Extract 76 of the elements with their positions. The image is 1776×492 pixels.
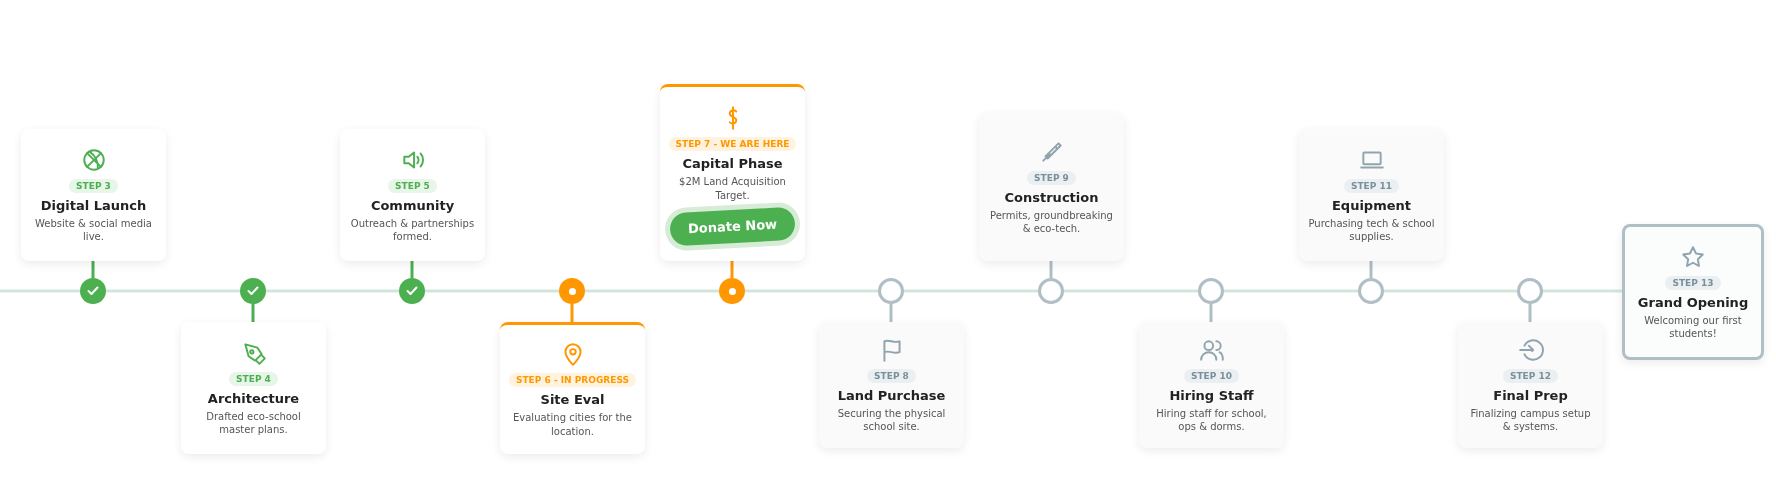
connector-stem [251,304,255,322]
completed-step-dot [399,278,425,304]
connector-stem [1209,304,1213,322]
step-title: Hiring Staff [1169,387,1254,403]
connector-stem [1369,261,1373,278]
step-badge: STEP 13 [1665,275,1721,290]
step-description: Drafted eco-school master plans. [205,409,302,437]
step-card [1458,322,1603,448]
step-badge: STEP 5 [388,178,437,193]
step-badge: STEP 11 [1344,178,1399,193]
step-badge: STEP 8 [867,368,916,383]
step-description: Securing the physical school site. [836,406,947,434]
connector-stem [889,304,893,322]
connector-stem [91,261,95,278]
connector-stem [410,261,414,278]
step-title: Grand Opening [1637,294,1749,310]
timeline-line [745,289,878,293]
pending-step-dot [1517,278,1543,304]
step-card [979,113,1124,261]
step-title: Architecture [207,390,300,406]
step-title: Final Prep [1493,387,1568,403]
pending-step-dot [1038,278,1064,304]
completed-step-dot [80,278,106,304]
step-description: Permits, groundbreaking & eco-tech. [989,208,1114,236]
completed-step-dot [240,278,266,304]
step-description: Outreach & partnerships formed. [349,216,476,244]
step-card [1139,322,1284,448]
timeline-line [266,289,399,293]
step-title: Community [370,197,455,213]
step-card [500,322,645,454]
step-description: Purchasing tech & school supplies. [1307,216,1436,244]
step-card [21,129,166,261]
timeline-line [1224,289,1358,293]
step-title: Site Eval [540,392,605,407]
step-card [340,129,485,261]
timeline-line [0,289,80,293]
timeline-line [585,289,719,293]
pending-step-dot [878,278,904,304]
pending-step-dot [1198,278,1224,304]
step-title: Digital Launch [40,197,147,213]
donate-button: Donate Now [669,206,796,247]
timeline-line [1064,289,1198,293]
step-badge: STEP 7 - WE ARE HERE [668,137,797,151]
active-step-dot [559,278,585,304]
pending-step-dot [1358,278,1384,304]
step-title: Capital Phase [682,156,783,171]
step-badge: STEP 9 [1027,170,1076,185]
step-card [1622,224,1764,360]
step-card [181,322,326,454]
step-card [660,84,805,261]
step-description: Finalizing campus setup & systems. [1469,406,1592,434]
step-description: Evaluating cities for the location. [512,411,633,438]
connector-stem [570,304,574,322]
step-description: Website & social media live. [34,216,153,244]
timeline-line [1384,289,1517,293]
step-badge: STEP 12 [1503,368,1558,383]
step-description: $2M Land Acquisition Target. [678,175,787,202]
step-title: Equipment [1331,197,1411,213]
connector-stem [730,261,734,278]
timeline-line [1543,289,1622,293]
timeline-line [425,289,559,293]
step-title: Land Purchase [837,387,946,403]
active-step-dot [719,278,745,304]
step-description: Hiring staff for school, ops & dorms. [1155,406,1268,434]
step-title: Construction [1004,189,1099,205]
connector-stem [1049,261,1053,278]
timeline-line [904,289,1038,293]
step-description: Welcoming our first students! [1643,313,1743,341]
timeline-line [106,289,240,293]
connector-stem [1528,304,1532,322]
step-card [1299,129,1444,261]
step-badge: STEP 3 [69,178,118,193]
step-card [819,322,964,448]
step-badge: STEP 4 [229,371,278,386]
step-badge: STEP 6 - IN PROGRESS [509,373,636,387]
step-badge: STEP 10 [1184,368,1239,383]
